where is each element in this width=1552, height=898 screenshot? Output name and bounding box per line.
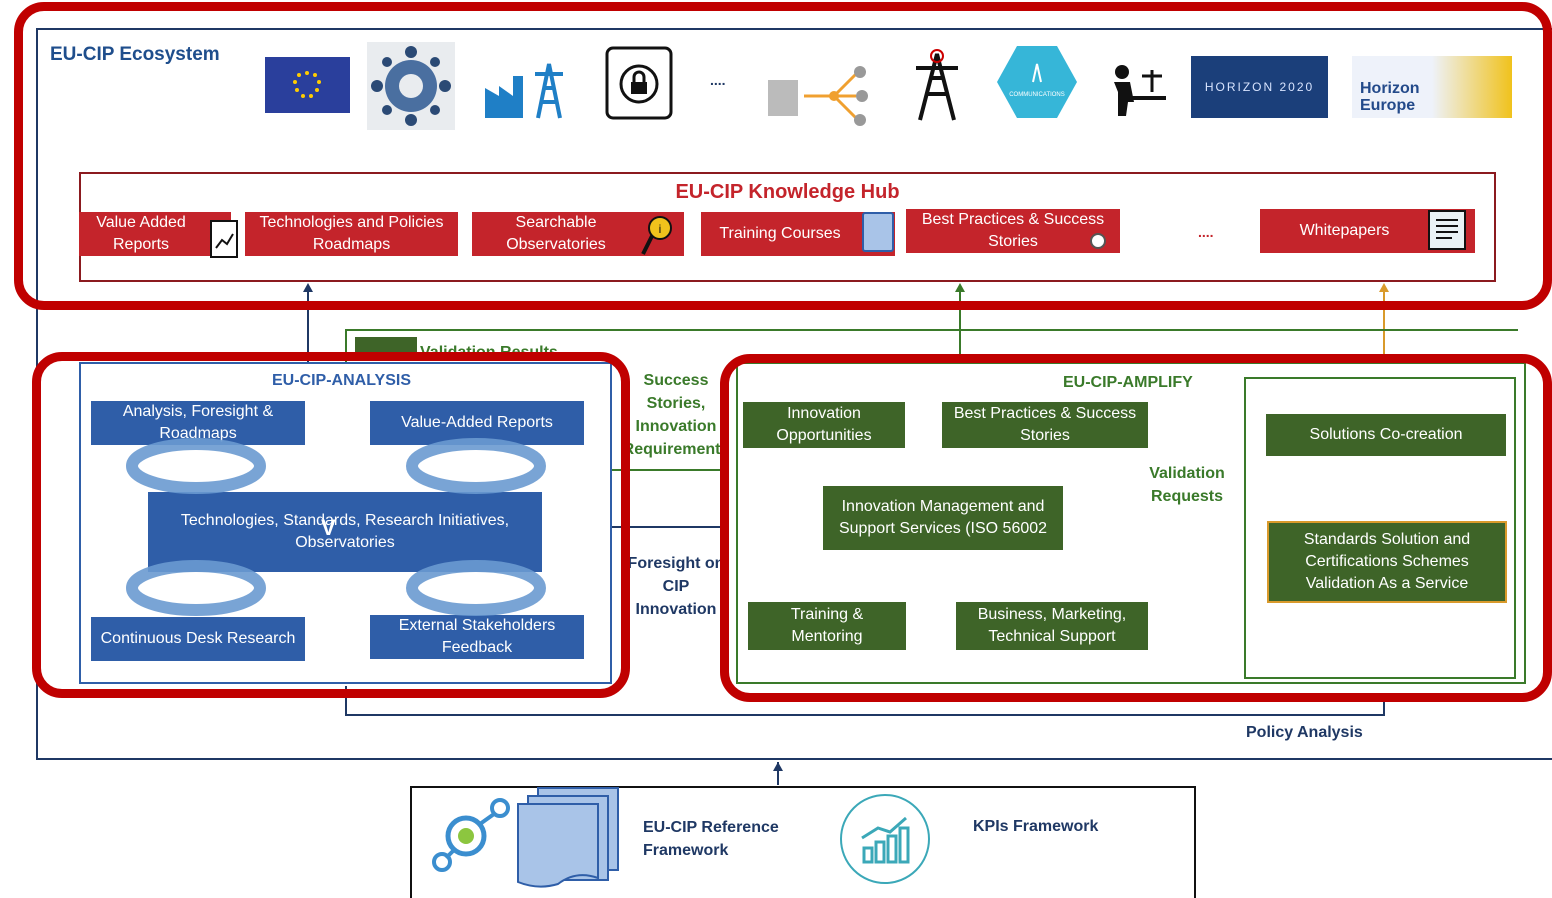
technologies-standards-box[interactable]: Technologies, Standards, Research Initia… (148, 492, 542, 572)
solutions-cocreation-box[interactable]: Solutions Co-creation (1266, 414, 1506, 456)
external-stakeholders-box[interactable]: External Stakeholders Feedback (370, 615, 584, 659)
standards-validation-box[interactable]: Standards Solution and Certifications Sc… (1267, 521, 1507, 603)
people-network-icon (367, 42, 455, 130)
ecosystem-title: EU-CIP Ecosystem (50, 44, 220, 65)
kpis-framework-label: KPIs Framework (973, 818, 1099, 835)
hub-item-technologies-roadmaps[interactable]: Technologies and Policies Roadmaps (245, 212, 458, 256)
ecosystem-highlight (14, 2, 1552, 310)
policy-analysis-label: Policy Analysis (1246, 724, 1363, 741)
eu-flag-icon (265, 57, 350, 113)
innovation-management-box[interactable]: Innovation Management and Support Servic… (823, 486, 1063, 550)
reference-network-icon (428, 796, 518, 876)
foresight-label: Foresight on CIP Innovation (627, 555, 725, 618)
horizon-2020-logo: HORIZON 2020 (1191, 56, 1328, 118)
security-lock-icon (601, 44, 677, 122)
best-practices-box[interactable]: Best Practices & Success Stories (942, 402, 1148, 448)
validation-requests-label: Validation Requests (1149, 465, 1225, 505)
ecosystem-ellipsis: .... (710, 72, 726, 88)
validation-service-frame (1244, 377, 1516, 679)
continuous-desk-research-box[interactable]: Continuous Desk Research (91, 617, 305, 661)
analysis-title: EU-CIP-ANALYSIS (272, 372, 411, 389)
whitepaper-icon (1428, 210, 1466, 250)
communications-logo-text: COMMUNICATIONS (1009, 92, 1065, 98)
kpi-chart-icon (838, 792, 932, 886)
factory-power-icon (483, 58, 573, 120)
knowledge-hub-title: EU-CIP Knowledge Hub (675, 181, 900, 203)
value-added-reports-box[interactable]: Value-Added Reports (370, 401, 584, 445)
award-icon (1088, 232, 1108, 254)
clipboard-icon (862, 212, 894, 252)
horizon-europe-line2: Europe (1360, 97, 1416, 114)
smart-city-icon (764, 50, 884, 132)
hub-item-searchable-observatories[interactable]: Searchable Observatories (472, 212, 684, 256)
amplify-title: EU-CIP-AMPLIFY (1063, 374, 1193, 391)
report-chart-icon (210, 220, 238, 258)
horizon-europe-logo: Horizon Europe (1352, 56, 1512, 118)
svg-text:i: i (659, 222, 662, 236)
horizon-europe-line1: Horizon (1360, 80, 1420, 97)
center-mark: V (321, 515, 336, 540)
power-tower-icon (910, 48, 964, 122)
innovation-opportunities-box[interactable]: Innovation Opportunities (743, 402, 905, 448)
success-stories-label: Success Stories, Innovation Requirements (622, 372, 730, 458)
hub-item-best-practices[interactable]: Best Practices & Success Stories (906, 209, 1120, 253)
business-marketing-box[interactable]: Business, Marketing, Technical Support (956, 602, 1148, 650)
analysis-foresight-box[interactable]: Analysis, Foresight & Roadmaps (91, 401, 305, 445)
legal-person-icon (1108, 62, 1170, 118)
training-mentoring-box[interactable]: Training & Mentoring (748, 602, 906, 650)
communications-icon: COMMUNICATIONS (997, 46, 1077, 118)
hub-item-value-added-reports[interactable]: Value Added Reports (79, 212, 231, 256)
amplify-highlight (720, 354, 1552, 702)
documents-stack-icon (516, 786, 622, 890)
magnifier-info-icon: i (640, 214, 676, 258)
frameworks-frame (410, 786, 1196, 898)
analysis-highlight (32, 352, 630, 698)
hub-ellipsis: .... (1198, 224, 1214, 240)
reference-framework-label: EU-CIP Reference Framework (643, 819, 779, 859)
